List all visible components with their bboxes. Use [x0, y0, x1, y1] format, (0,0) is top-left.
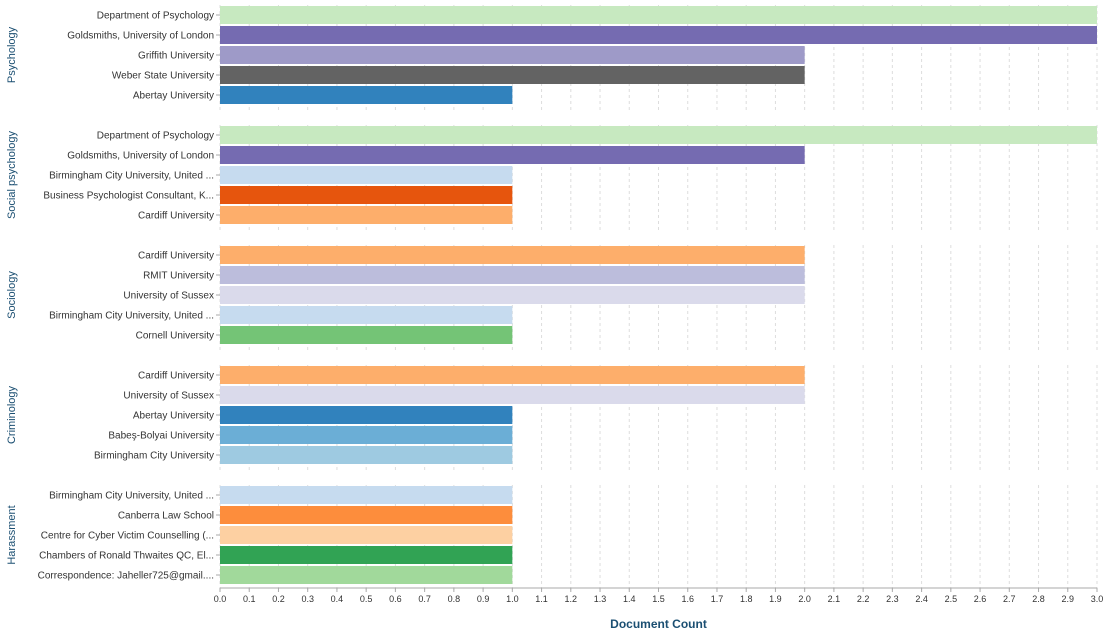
x-tick-label: 0.7: [418, 594, 431, 604]
group-label-sociology: Sociology: [6, 271, 18, 319]
category-label: RMIT University: [143, 271, 214, 282]
bar: [220, 306, 513, 324]
bar: [220, 366, 805, 384]
x-tick-label: 2.6: [974, 594, 987, 604]
bar: [220, 146, 805, 164]
x-tick-label: 1.2: [565, 594, 578, 604]
x-tick-label: 2.4: [915, 594, 928, 604]
category-label: Business Psychologist Consultant, K...: [43, 191, 214, 202]
bar: [220, 526, 513, 544]
category-label: Birmingham City University, United ...: [49, 171, 214, 182]
x-tick-label: 0.2: [272, 594, 285, 604]
x-tick-label: 0.5: [360, 594, 373, 604]
category-label: Griffith University: [138, 51, 214, 62]
bar: [220, 6, 1097, 24]
x-tick-label: 0.4: [331, 594, 344, 604]
bar: [220, 126, 1097, 144]
x-tick-label: 0.0: [214, 594, 227, 604]
category-label: Cardiff University: [138, 211, 214, 222]
bar: [220, 26, 1097, 44]
x-tick-label: 2.1: [828, 594, 841, 604]
x-tick-label: 1.7: [711, 594, 724, 604]
category-label: Centre for Cyber Victim Counselling (...: [41, 531, 214, 542]
x-tick-label: 1.4: [623, 594, 636, 604]
group-label-criminology: Criminology: [6, 385, 18, 444]
bar: [220, 486, 513, 504]
x-tick-label: 1.6: [681, 594, 694, 604]
category-label: Cardiff University: [138, 371, 214, 382]
category-label: Birmingham City University, United ...: [49, 491, 214, 502]
bar: [220, 66, 805, 84]
category-label: Cornell University: [136, 331, 214, 342]
category-label: Birmingham City University, United ...: [49, 311, 214, 322]
bar: [220, 566, 513, 584]
x-tick-label: 0.8: [448, 594, 461, 604]
group-label-harassment: Harassment: [6, 505, 18, 564]
category-label: Department of Psychology: [97, 11, 214, 22]
x-tick-label: 1.1: [535, 594, 548, 604]
category-label: Chambers of Ronald Thwaites QC, El...: [39, 551, 214, 562]
category-label: Goldsmiths, University of London: [67, 151, 214, 162]
x-tick-label: 1.3: [594, 594, 607, 604]
bar: [220, 406, 513, 424]
x-tick-label: 2.9: [1062, 594, 1075, 604]
group-label-social-psychology: Social psychology: [6, 130, 18, 219]
x-tick-label: 3.0: [1091, 594, 1103, 604]
x-tick-label: 0.9: [477, 594, 490, 604]
category-label: Department of Psychology: [97, 131, 214, 142]
category-label: Goldsmiths, University of London: [67, 31, 214, 42]
x-tick-label: 2.0: [798, 594, 811, 604]
bar: [220, 286, 805, 304]
x-tick-label: 0.1: [243, 594, 256, 604]
category-label: Abertay University: [133, 91, 214, 102]
bar: [220, 326, 513, 344]
bar: [220, 86, 513, 104]
bar: [220, 546, 513, 564]
bar: [220, 246, 805, 264]
bar: [220, 506, 513, 524]
x-tick-label: 1.8: [740, 594, 753, 604]
category-label: Canberra Law School: [118, 511, 214, 522]
x-tick-label: 2.5: [945, 594, 958, 604]
category-label: Birmingham City University: [94, 451, 214, 462]
x-tick-label: 2.7: [1003, 594, 1016, 604]
x-tick-label: 0.6: [389, 594, 402, 604]
bar: [220, 266, 805, 284]
category-label: University of Sussex: [123, 291, 214, 302]
category-label: Weber State University: [112, 71, 214, 82]
x-tick-label: 1.0: [506, 594, 519, 604]
x-tick-label: 2.2: [857, 594, 870, 604]
category-label: Abertay University: [133, 411, 214, 422]
x-tick-label: 0.3: [301, 594, 314, 604]
group-label-psychology: Psychology: [6, 26, 18, 83]
category-label: Babeş-Bolyai University: [108, 431, 214, 442]
x-tick-label: 1.5: [652, 594, 665, 604]
category-label: Cardiff University: [138, 251, 214, 262]
bar: [220, 166, 513, 184]
bar: [220, 426, 513, 444]
bar: [220, 46, 805, 64]
bar: [220, 386, 805, 404]
x-axis-title: Document Count: [610, 617, 707, 631]
x-tick-label: 1.9: [769, 594, 782, 604]
bar: [220, 206, 513, 224]
x-tick-label: 2.3: [886, 594, 899, 604]
category-label: University of Sussex: [123, 391, 214, 402]
bar: [220, 186, 513, 204]
bar: [220, 446, 513, 464]
category-label: Correspondence: Jaheller725@gmail....: [38, 571, 214, 582]
x-tick-label: 2.8: [1032, 594, 1045, 604]
